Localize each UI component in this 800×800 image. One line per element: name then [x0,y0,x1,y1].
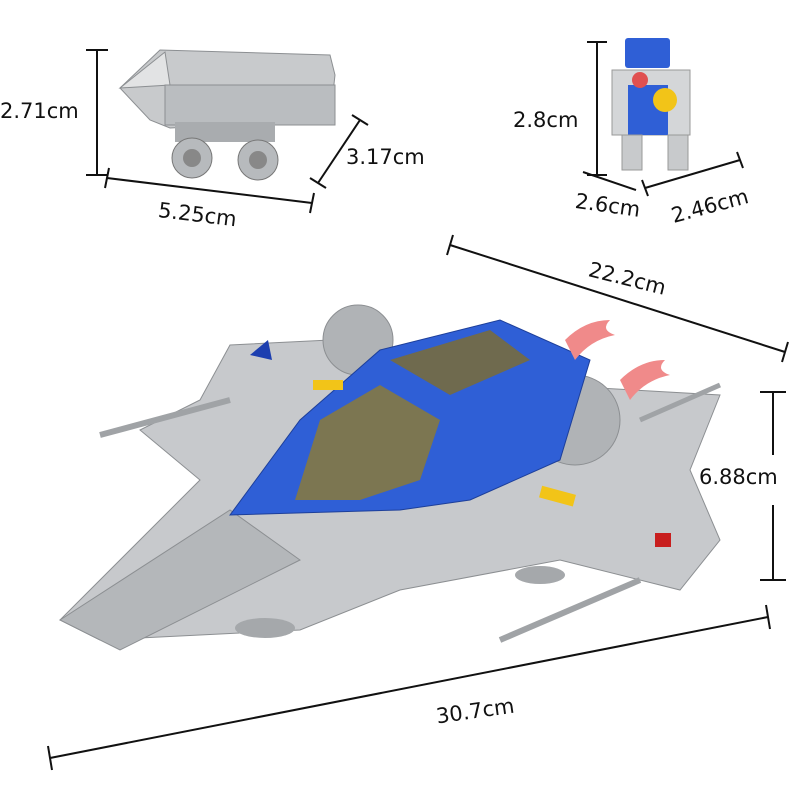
ship-height-label: 6.88cm [699,465,778,489]
cart-model [118,49,336,181]
dim-cart-width: 5.25cm [104,167,315,231]
dim-cart-depth: 3.17cm [309,114,425,189]
dim-robot-depth: 2.6cm [574,171,642,222]
spaceship-model [58,304,722,651]
cart-height-label: 2.71cm [0,99,79,123]
robot-depth-label: 2.6cm [574,189,642,222]
cart-width-label: 5.25cm [157,198,238,231]
cart-depth-label: 3.17cm [346,145,425,169]
dim-robot-width: 2.46cm [641,151,751,228]
dim-ship-height: 6.88cm [699,391,786,581]
dim-robot-height: 2.8cm [513,41,607,176]
dim-cart-height: 2.71cm [0,49,108,176]
robot-width-label: 2.46cm [669,184,751,228]
robot-minifig [611,38,691,171]
robot-height-label: 2.8cm [513,108,578,132]
ship-length-label: 30.7cm [435,694,516,729]
